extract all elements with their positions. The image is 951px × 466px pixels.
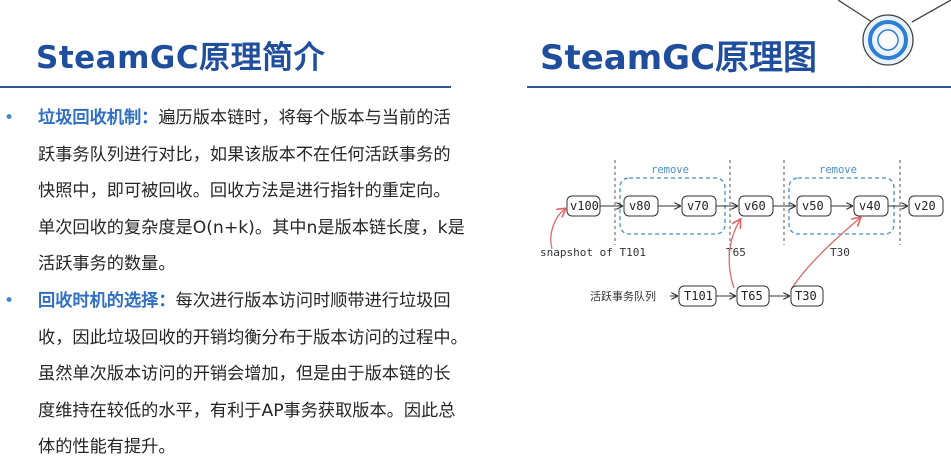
version-node: [738, 195, 774, 217]
bullet-text-line: 活跃事务的数量。: [38, 254, 176, 275]
bullet-text-line: 度维持在较低的水平，有利于AP事务获取版本。因此总: [38, 400, 456, 421]
bullet-gc-mechanism: • 垃圾回收机制：遍历版本链时，将每个版本与当前的活 跃事务队列进行对比，如果该…: [0, 100, 505, 283]
txn-label: T30: [830, 246, 850, 259]
title-underline-left: [0, 86, 451, 88]
bullet-text-line: 体的性能有提升。: [38, 437, 176, 458]
queue-label-txn: T30: [795, 289, 817, 303]
bullet-text-line: 虽然单次版本访问的开销会增加，但是由于版本链的长: [38, 364, 451, 385]
queue-label: 活跃事务队列: [590, 289, 656, 303]
snapshot-arrow: [550, 209, 565, 250]
bullet-dot: •: [4, 108, 15, 128]
gc-pointer-arrow: [728, 220, 740, 289]
version-label: v100: [570, 199, 599, 213]
version-node: [796, 195, 832, 217]
page-title-left: SteamGC原理简介: [36, 40, 326, 76]
bullet-gc-timing: • 回收时机的选择：每次进行版本访问时顺带进行垃圾回 收，因此垃圾回收的开销均衡…: [0, 283, 505, 466]
version-node: [908, 195, 944, 217]
version-label: v40: [859, 199, 881, 213]
bullet-text-line: 遍历版本链时，将每个版本与当前的活: [158, 108, 451, 128]
bullet-list: • 垃圾回收机制：遍历版本链时，将每个版本与当前的活 跃事务队列进行对比，如果该…: [0, 100, 505, 466]
bullet-text-line: 跃事务队列进行对比，如果该版本不在任何活跃事务的: [38, 144, 451, 165]
version-label: v50: [802, 199, 824, 213]
txn-label: T65: [726, 246, 746, 259]
svg-text:· · ·: · · ·: [860, 83, 876, 94]
target-circle-icon: · · ·: [838, 0, 951, 94]
queue-node: [790, 285, 824, 307]
bullet-text-line: 快照中，即可被回收。回收方法是进行指针的重定向。: [38, 181, 451, 202]
bullet-text-line: 每次进行版本访问时顺带进行垃圾回: [175, 290, 451, 311]
version-label: v20: [914, 199, 936, 213]
version-node: [566, 195, 601, 217]
version-node: [681, 195, 717, 217]
gc-pointer-arrow: [791, 218, 860, 289]
title-underline-right: [527, 86, 951, 88]
bullet-keyword: 垃圾回收机制：: [38, 108, 159, 128]
version-node: [623, 195, 659, 217]
steamgc-diagram: remove remove v100 v80 v70 v60 v50 v40 v…: [540, 160, 944, 307]
bullet-text-line: 单次回收的复杂度是O(n+k)。其中n是版本链长度，k是: [38, 217, 465, 238]
version-label: v80: [629, 199, 651, 213]
page-title-right: SteamGC原理图: [540, 38, 818, 78]
bullet-dot: •: [4, 290, 15, 311]
queue-label-txn: T101: [684, 289, 713, 303]
remove-label: remove: [819, 164, 857, 176]
version-label: v60: [744, 199, 766, 213]
bullet-keyword: 回收时机的选择：: [38, 290, 176, 311]
version-node: [853, 195, 889, 217]
queue-label-txn: T65: [741, 289, 763, 303]
snapshot-label: snapshot of T101: [540, 246, 646, 259]
version-label: v70: [687, 199, 709, 213]
bullet-text-line: 收，因此垃圾回收的开销均衡分布于版本访问的过程中。: [38, 327, 468, 348]
remove-label: remove: [651, 164, 689, 176]
